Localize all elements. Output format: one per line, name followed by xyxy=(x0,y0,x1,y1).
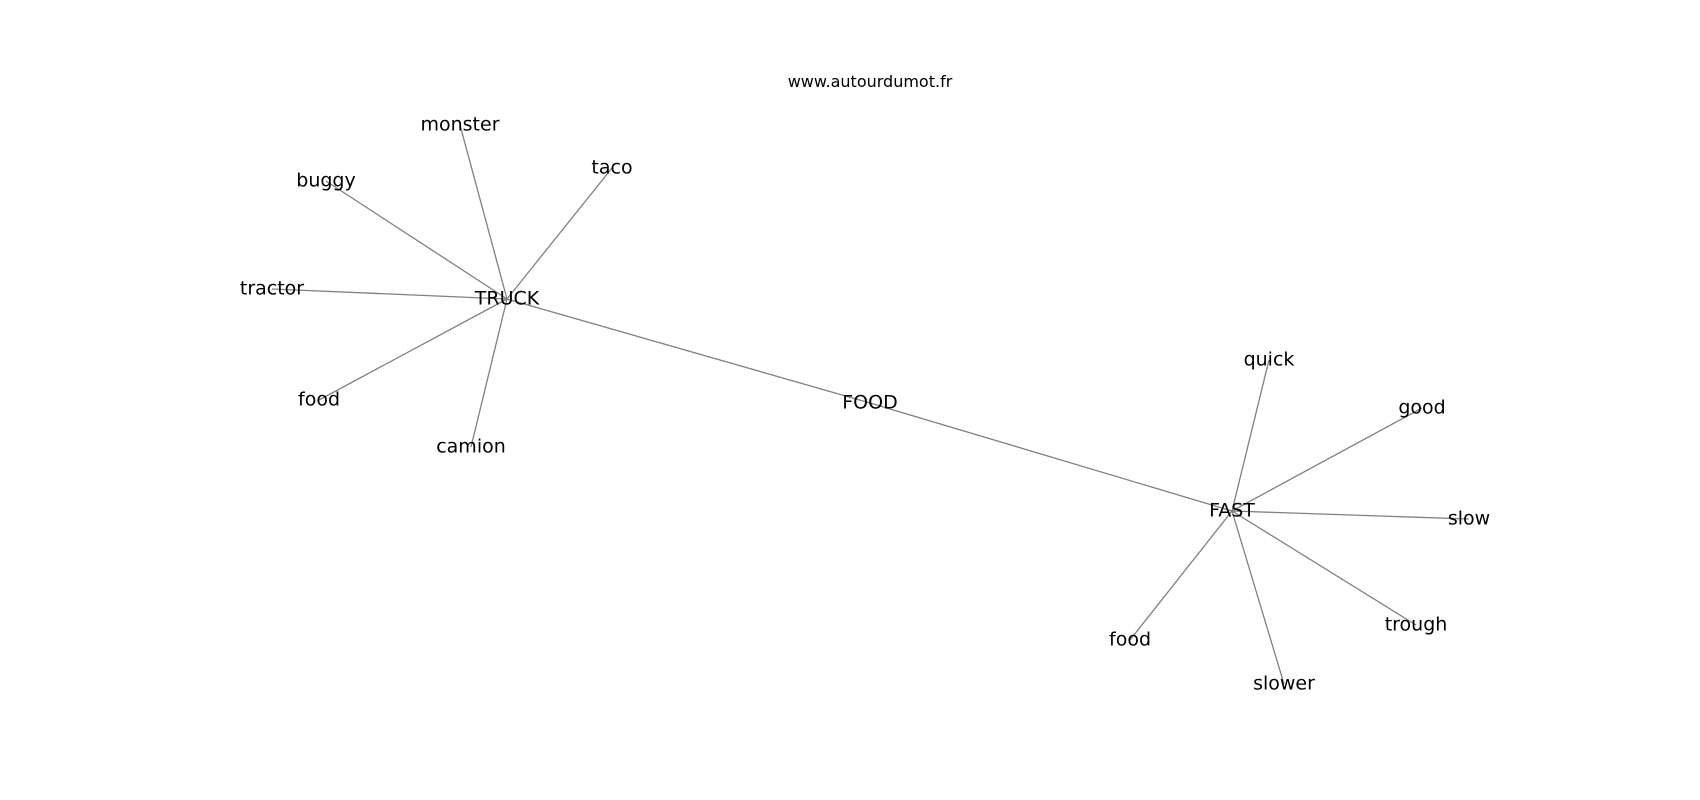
source-watermark: www.autourdumot.fr xyxy=(788,72,953,91)
edge-truck-tractor xyxy=(271,288,508,300)
edge-fast-slow xyxy=(1231,510,1470,520)
node-monster: monster xyxy=(420,114,499,136)
edge-fast-food_fast xyxy=(1129,510,1233,641)
edge-truck-camion xyxy=(470,298,508,448)
graph-nodes: FOOD TRUCK FAST monster taco buggy tractor food… xyxy=(240,114,1490,695)
node-tractor: tractor xyxy=(240,278,304,300)
node-buggy: buggy xyxy=(296,170,355,192)
node-quick: quick xyxy=(1244,349,1295,371)
node-taco: taco xyxy=(591,157,632,179)
node-fast: FAST xyxy=(1209,500,1255,522)
node-truck: TRUCK xyxy=(474,288,540,310)
edge-truck-monster xyxy=(459,124,508,300)
edge-fast-good xyxy=(1231,407,1423,512)
edge-food_center-truck xyxy=(506,298,871,404)
edge-food_center-fast xyxy=(869,402,1233,512)
edge-fast-slower xyxy=(1231,510,1285,685)
edge-fast-trough xyxy=(1231,510,1417,626)
edge-truck-food_truck xyxy=(318,298,508,401)
graph-edges xyxy=(271,124,1470,685)
edge-truck-buggy xyxy=(325,180,508,300)
node-slow: slow xyxy=(1448,508,1490,530)
node-good: good xyxy=(1398,397,1445,419)
node-food_center: FOOD xyxy=(842,392,897,414)
node-food_fast: food xyxy=(1109,629,1151,651)
node-food_truck: food xyxy=(298,389,340,411)
edge-fast-quick xyxy=(1231,359,1270,512)
edge-truck-taco xyxy=(506,167,613,300)
node-slower: slower xyxy=(1253,673,1315,695)
node-trough: trough xyxy=(1385,614,1448,636)
node-camion: camion xyxy=(436,436,506,458)
